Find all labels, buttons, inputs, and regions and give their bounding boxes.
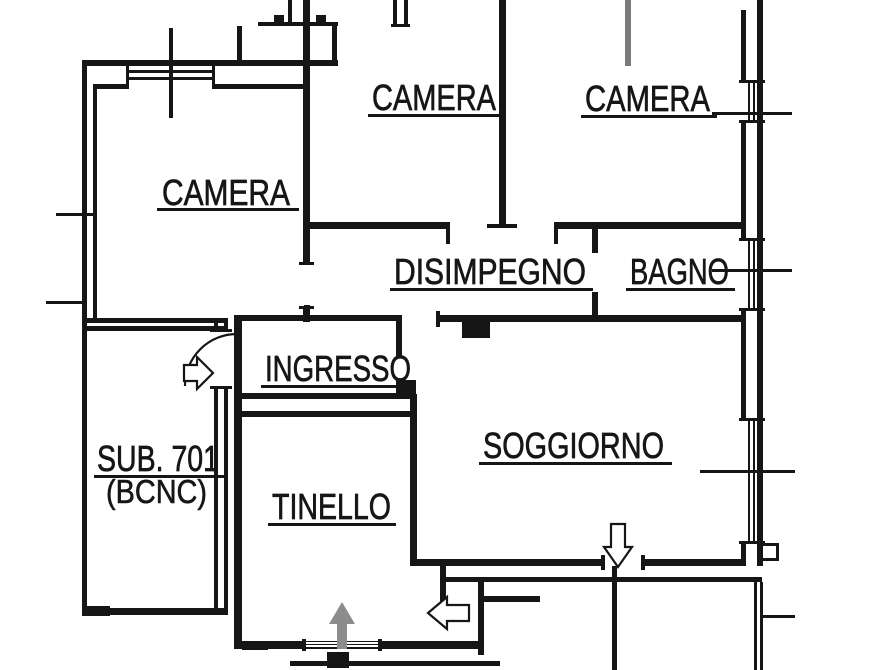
underline-sub-701 <box>94 475 225 478</box>
room-label-bagno: BAGNO <box>630 251 729 292</box>
room-labels: CAMERA CAMERA CAMERA DISIMPEGNO BAGNO IN… <box>94 77 735 527</box>
up-arrow-icon <box>329 602 355 649</box>
room-label-camera-right: CAMERA <box>585 78 710 119</box>
room-label-disimpegno: DISIMPEGNO <box>394 251 586 292</box>
underline-camera-middle <box>368 114 505 117</box>
underline-disimpegno <box>390 288 593 291</box>
underline-soggiorno <box>479 462 672 465</box>
underline-camera-left <box>157 208 299 211</box>
underline-camera-right <box>581 115 717 118</box>
room-label-tinello: TINELLO <box>272 486 391 527</box>
down-arrow-icon <box>601 522 635 569</box>
room-label-ingresso: INGRESSO <box>265 348 411 389</box>
room-sublabel-bcnc: (BCNC) <box>106 473 207 510</box>
underline-tinello <box>268 523 396 526</box>
room-label-camera-left: CAMERA <box>162 172 290 213</box>
room-label-camera-middle: CAMERA <box>372 77 496 118</box>
underline-ingresso <box>261 385 416 388</box>
room-label-sub-701: SUB. 701 <box>97 438 219 479</box>
underline-bagno <box>626 288 735 291</box>
cut-wall-stub <box>625 0 631 66</box>
room-label-soggiorno: SOGGIORNO <box>483 425 664 466</box>
entry-right-arrow-icon <box>182 354 215 392</box>
left-arrow-icon <box>426 594 471 632</box>
